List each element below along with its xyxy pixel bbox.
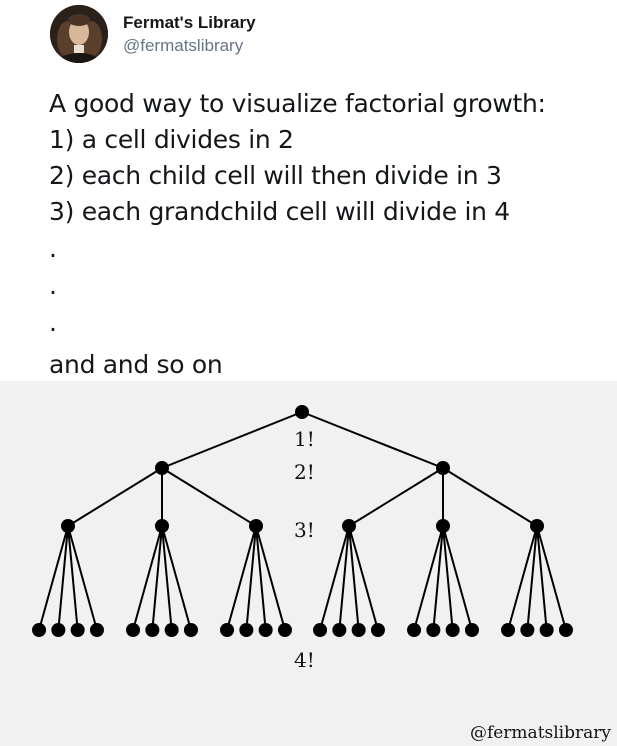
tweet-ellipsis-dot: . <box>49 234 57 263</box>
tree-edge <box>442 467 538 527</box>
tree-node-leaf <box>520 623 535 637</box>
tree-node-level-2 <box>155 519 169 533</box>
tree-edge <box>255 525 286 631</box>
tree-node-leaf <box>164 623 179 637</box>
tree-edge <box>507 525 538 631</box>
tree-node-leaf <box>501 623 516 637</box>
tree-edge <box>38 525 69 631</box>
level-label-2: 2! <box>294 460 315 484</box>
author-name[interactable]: Fermat's Library <box>123 13 256 32</box>
tree-nodes <box>32 405 573 637</box>
tweet-header: Fermat's Library @fermatslibrary <box>50 5 590 65</box>
tree-edge <box>161 525 192 631</box>
tweet-text: A good way to visualize factorial growth… <box>49 86 609 383</box>
tree-node-leaf <box>464 623 479 637</box>
tree-node-leaf <box>539 623 554 637</box>
tree-node-level-2 <box>436 519 450 533</box>
tree-node-level-2 <box>61 519 75 533</box>
level-label-3: 3! <box>294 518 315 542</box>
tree-node-leaf <box>239 623 254 637</box>
tree-edge <box>319 525 350 631</box>
watermark: @fermatslibrary <box>469 723 611 743</box>
tree-edge <box>226 525 257 631</box>
tree-edge <box>526 525 538 631</box>
tree-edge <box>301 411 444 469</box>
tree-edge <box>161 525 173 631</box>
tree-node-leaf <box>51 623 66 637</box>
tweet-line: 3) each grandchild cell will divide in 4 <box>49 197 510 226</box>
tree-edge <box>245 525 257 631</box>
tree-node-leaf <box>32 623 47 637</box>
tree-node-leaf <box>220 623 235 637</box>
tree-node-leaf <box>89 623 104 637</box>
author-handle[interactable]: @fermatslibrary <box>123 36 244 55</box>
tree-edge <box>338 525 350 631</box>
tree-edge <box>67 525 98 631</box>
tree-edge <box>348 467 444 527</box>
tree-node-leaf <box>445 623 460 637</box>
tree-node-leaf <box>407 623 422 637</box>
tree-edge <box>442 525 473 631</box>
tree-edge <box>432 525 444 631</box>
tree-node-level-1 <box>155 461 169 475</box>
tweet-line: A good way to visualize factorial growth… <box>49 89 546 118</box>
tree-edge <box>67 525 79 631</box>
tree-edge <box>442 525 454 631</box>
level-label-1: 1! <box>294 427 315 451</box>
tree-node-level-2 <box>342 519 356 533</box>
tree-node-leaf <box>332 623 347 637</box>
tree-edge <box>57 525 69 631</box>
tree-node-leaf <box>370 623 385 637</box>
tree-edge <box>348 525 379 631</box>
tree-node-leaf <box>183 623 198 637</box>
tree-node-leaf <box>70 623 85 637</box>
tree-edge <box>161 467 257 527</box>
factorial-tree-image[interactable]: 1! 2! 3! 4! @fermatslibrary <box>0 381 617 746</box>
tree-node-level-2 <box>249 519 263 533</box>
tree-edge <box>536 525 567 631</box>
tree-node-leaf <box>426 623 441 637</box>
tree-node-leaf <box>277 623 292 637</box>
tree-edge <box>536 525 548 631</box>
tweet-ellipsis-dot: . <box>49 308 57 337</box>
tree-edge <box>67 467 163 527</box>
tree-edge <box>255 525 267 631</box>
tree-edge <box>132 525 163 631</box>
tree-node-level-2 <box>530 519 544 533</box>
tree-node-leaf <box>126 623 141 637</box>
tweet-line: 1) a cell divides in 2 <box>49 125 294 154</box>
tree-node-leaf <box>558 623 573 637</box>
tweet-line: 2) each child cell will then divide in 3 <box>49 161 502 190</box>
tweet-closing-line: and and so on <box>49 350 223 379</box>
factorial-tree-diagram: 1! 2! 3! 4! <box>32 405 573 672</box>
tree-node-leaf <box>145 623 160 637</box>
tree-edge <box>413 525 444 631</box>
tree-node-leaf <box>351 623 366 637</box>
level-label-4: 4! <box>294 648 315 672</box>
tree-edges <box>38 411 567 631</box>
tree-node-level-1 <box>436 461 450 475</box>
tweet-ellipsis-dot: . <box>49 271 57 300</box>
tree-edge <box>161 411 303 469</box>
tree-edge <box>151 525 163 631</box>
avatar[interactable] <box>50 5 108 63</box>
tree-edge <box>348 525 360 631</box>
tree-node-leaf <box>258 623 273 637</box>
tree-node-leaf <box>313 623 328 637</box>
tree-node-root <box>295 405 309 419</box>
portrait-avatar-icon <box>50 5 108 63</box>
